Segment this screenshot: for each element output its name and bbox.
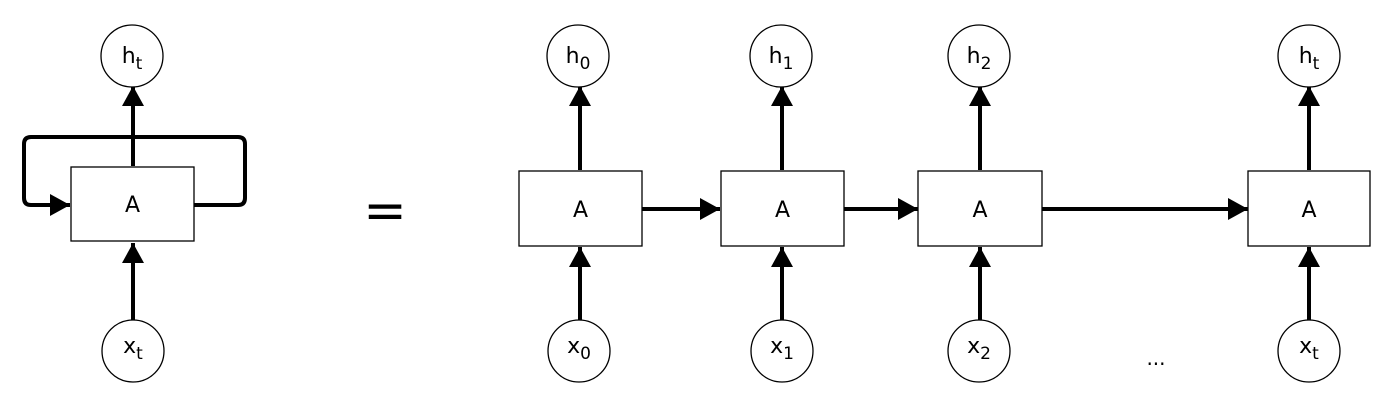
input-node — [1277, 319, 1341, 383]
rnn-cell-label: A — [125, 193, 140, 218]
input-node-label: xt — [1299, 334, 1319, 364]
timestep-1: A h1 x1 — [720, 24, 845, 383]
rnn-cell-box — [917, 170, 1043, 247]
output-node — [1277, 24, 1341, 88]
input-node — [750, 319, 814, 383]
rnn-cell-box — [70, 166, 195, 242]
rnn-cell-label: A — [573, 198, 588, 223]
timestep-0: A h0 x0 — [518, 24, 643, 383]
output-node-label: ht — [1299, 44, 1320, 74]
input-node — [947, 319, 1011, 383]
timestep-t: A ht xt — [1247, 24, 1371, 383]
output-node-label: h0 — [566, 44, 591, 74]
output-node — [947, 24, 1011, 88]
input-node-label: x0 — [567, 334, 591, 364]
input-node-label: xt — [123, 334, 143, 364]
output-node — [546, 24, 610, 88]
rnn-cell-box — [1247, 170, 1371, 247]
output-node-label: ht — [122, 44, 143, 74]
rnn-cell-label: A — [1301, 198, 1316, 223]
ellipsis: ... — [1146, 346, 1165, 370]
output-node-label: h1 — [769, 44, 794, 74]
equals-sign: = — [363, 181, 407, 241]
unrolled-rnn: A h0 x0 A h1 x1 — [518, 24, 1371, 383]
input-node — [547, 319, 611, 383]
output-node-label: h2 — [967, 44, 992, 74]
timestep-2: A h2 x2 — [917, 24, 1043, 383]
folded-rnn: A ht xt — [22, 24, 247, 383]
rnn-cell-box — [720, 170, 845, 247]
input-node — [101, 319, 165, 383]
input-node-label: x1 — [770, 334, 794, 364]
rnn-cell-label: A — [972, 198, 987, 223]
rnn-cell-box — [518, 170, 643, 247]
output-node — [749, 24, 813, 88]
output-node — [100, 24, 164, 88]
input-node-label: x2 — [967, 334, 991, 364]
rnn-cell-label: A — [775, 198, 790, 223]
